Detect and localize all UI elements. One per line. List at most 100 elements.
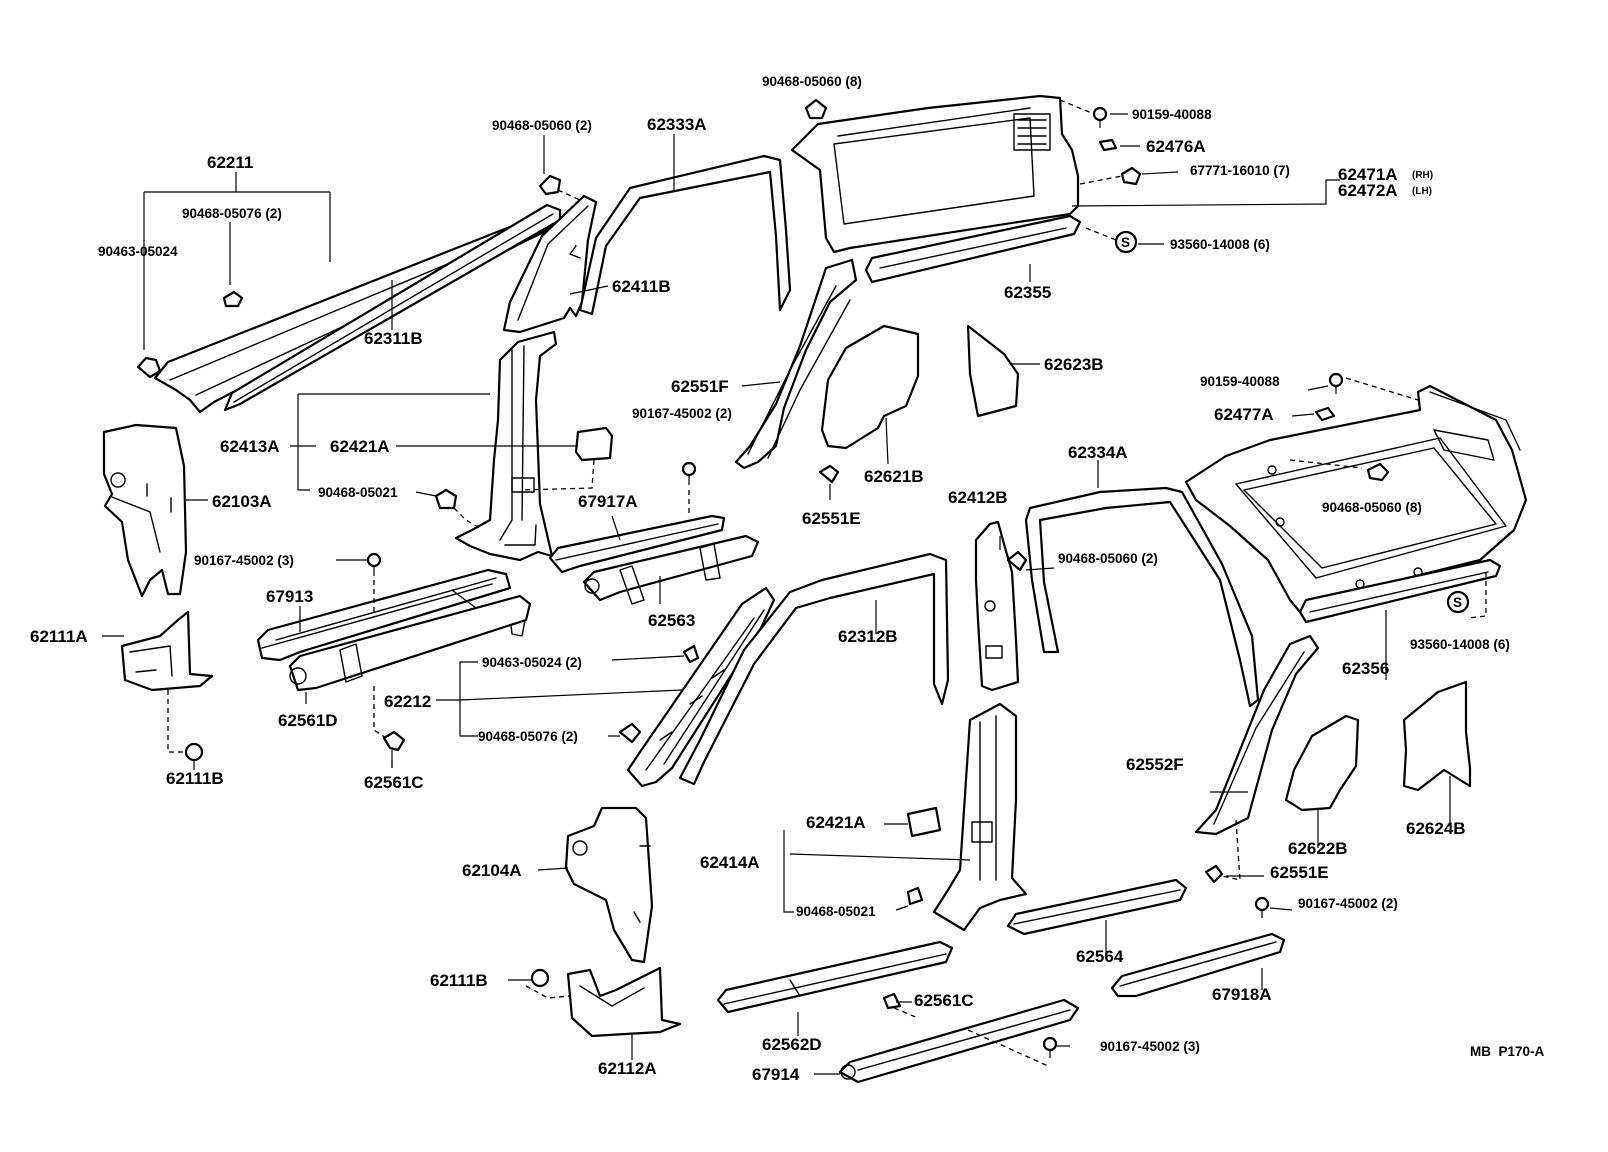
clip-62111B-top <box>184 742 204 762</box>
label-90468-05060-8-right: 90468-05060 (8) <box>1322 500 1422 515</box>
part-62563[interactable] <box>582 534 760 605</box>
label-90159-40088-right: 90159-40088 <box>1200 374 1280 389</box>
part-62212[interactable] <box>626 586 776 788</box>
label-62476A: 62476A <box>1146 137 1206 156</box>
screw-90167-45002-mid <box>681 461 697 485</box>
labels: 62211 90468-05076 (2) 90463-05024 62311B… <box>30 74 1545 1084</box>
screw-90159-40088-right <box>1328 372 1344 394</box>
leader-lines <box>102 113 1451 1075</box>
label-90167-45002-2-top: 90167-45002 (2) <box>632 406 732 421</box>
part-62621B[interactable] <box>820 324 920 450</box>
label-62411B: 62411B <box>612 277 671 296</box>
label-62412B: 62412B <box>948 488 1008 507</box>
part-62103A[interactable] <box>102 423 188 598</box>
label-62623B: 62623B <box>1044 355 1104 374</box>
label-90468-05060-8-top: 90468-05060 (8) <box>762 74 862 89</box>
label-62471A-rh: (RH) <box>1412 170 1433 181</box>
part-62622B[interactable] <box>1284 714 1360 812</box>
screw-90159-40088-top <box>1092 106 1108 128</box>
part-62312B[interactable] <box>678 552 950 786</box>
label-67914: 67914 <box>752 1065 800 1084</box>
clip-90468-05021-top <box>434 488 458 510</box>
part-62111A[interactable] <box>120 610 214 692</box>
part-right-quarter-panel[interactable] <box>1184 384 1528 614</box>
label-62311B: 62311B <box>364 329 423 348</box>
screw-90167-45002-top <box>366 552 382 576</box>
label-62477A: 62477A <box>1214 405 1274 424</box>
label-62103A: 62103A <box>212 492 272 511</box>
part-67918A[interactable] <box>1110 932 1286 998</box>
part-67914[interactable] <box>838 998 1080 1084</box>
clip-62561C-top <box>382 730 406 768</box>
label-90167-45002-2-bottom: 90167-45002 (2) <box>1298 896 1398 911</box>
part-62104A[interactable] <box>564 806 654 964</box>
part-62412B[interactable] <box>974 520 1020 692</box>
clip-62561C-bottom <box>882 992 902 1010</box>
clip-90468-05076-2-b <box>618 722 642 744</box>
part-62421A-top[interactable] <box>574 426 614 462</box>
part-62334A[interactable] <box>1024 486 1260 708</box>
clip-62476A <box>1098 138 1118 152</box>
part-67917A[interactable] <box>548 514 726 574</box>
clip-62477A <box>1314 406 1336 422</box>
clip-90463-05024 <box>136 356 162 379</box>
clip-90468-05060-8-right <box>1366 462 1390 482</box>
diagram-code: MB P170-A <box>1470 1044 1545 1059</box>
label-67917A: 67917A <box>578 492 638 511</box>
label-62551E-top: 62551E <box>802 509 861 528</box>
label-90463-05024-2: 90463-05024 (2) <box>482 655 582 670</box>
part-62561D[interactable] <box>288 594 532 692</box>
part-62564[interactable] <box>1006 878 1188 936</box>
part-62623B[interactable] <box>966 324 1020 418</box>
part-62471A-62472A[interactable] <box>790 94 1080 254</box>
clip-90463-05024-2 <box>682 644 700 664</box>
part-62551F[interactable] <box>734 258 858 470</box>
label-90468-05021-bottom: 90468-05021 <box>796 904 876 919</box>
label-62334A: 62334A <box>1068 443 1128 462</box>
label-67913: 67913 <box>266 587 313 606</box>
label-62414A: 62414A <box>700 853 760 872</box>
label-62551F: 62551F <box>671 377 729 396</box>
part-62355[interactable] <box>864 214 1082 284</box>
label-90468-05076-2-b: 90468-05076 (2) <box>478 729 578 744</box>
label-67918A: 67918A <box>1212 985 1272 1004</box>
label-90468-05021-top: 90468-05021 <box>318 485 398 500</box>
part-62356[interactable] <box>1298 558 1502 624</box>
label-93560-14008-6-right: 93560-14008 (6) <box>1410 637 1510 652</box>
part-62414A[interactable] <box>932 702 1028 932</box>
label-62551E-bottom: 62551E <box>1270 863 1329 882</box>
label-62355: 62355 <box>1004 283 1051 302</box>
label-62552F: 62552F <box>1126 755 1184 774</box>
part-62112A[interactable] <box>566 966 682 1038</box>
part-62421A-bottom[interactable] <box>906 806 942 838</box>
label-62356: 62356 <box>1342 659 1389 678</box>
label-93560-14008-6-top: 93560-14008 (6) <box>1170 237 1270 252</box>
part-62562D[interactable] <box>716 940 954 1014</box>
label-62212: 62212 <box>384 692 431 711</box>
label-62624B: 62624B <box>1406 819 1466 838</box>
part-62411B[interactable] <box>502 194 598 334</box>
part-62624B[interactable] <box>1402 680 1472 792</box>
label-62561C-bottom: 62561C <box>914 991 974 1010</box>
label-62471A: 62471A <box>1338 165 1398 184</box>
label-62561C-top: 62561C <box>364 773 424 792</box>
label-62111B-top: 62111B <box>166 769 224 788</box>
label-62312B: 62312B <box>838 627 898 646</box>
label-62421A-top: 62421A <box>330 437 390 456</box>
clip-62551E-top <box>818 464 840 484</box>
clip-90468-05060-8-top <box>804 98 828 120</box>
part-62333A[interactable] <box>578 154 792 316</box>
label-90463-05024: 90463-05024 <box>98 244 178 259</box>
label-62561D: 62561D <box>278 711 338 730</box>
clip-93560-14008-right <box>1446 590 1470 614</box>
label-62472A-lh: (LH) <box>1412 186 1432 197</box>
label-62472A: 62472A <box>1338 181 1398 200</box>
label-62621B: 62621B <box>864 467 924 486</box>
label-62333A: 62333A <box>647 115 707 134</box>
label-90167-45002-3-top: 90167-45002 (3) <box>194 553 294 568</box>
clip-90468-05060-2-b <box>1006 550 1028 572</box>
label-90468-05060-2-a: 90468-05060 (2) <box>492 118 592 133</box>
clip-90468-05060-a <box>538 174 562 196</box>
clip-93560-14008-top <box>1114 230 1138 254</box>
